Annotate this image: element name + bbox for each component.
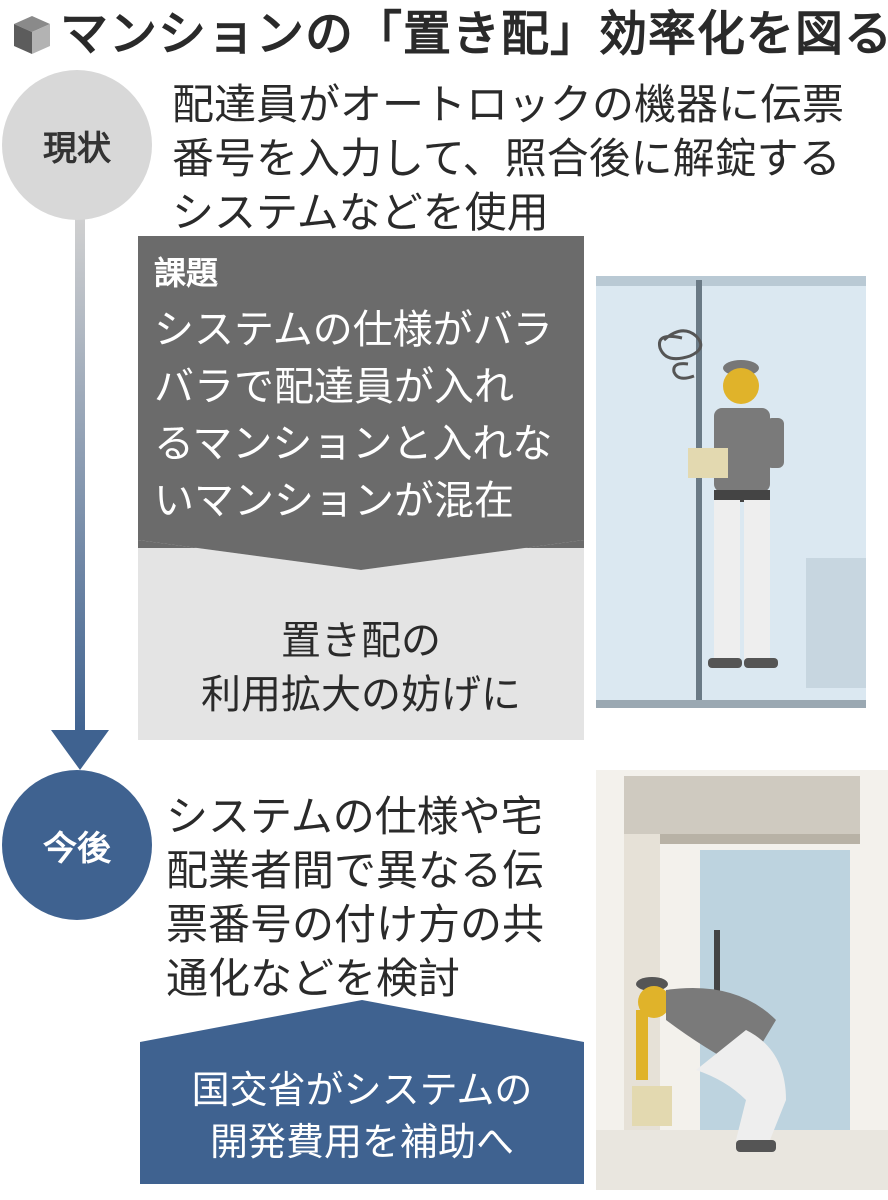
courier-placing-package-illustration <box>596 770 888 1190</box>
issue-result: 置き配の 利用拡大の妨げに <box>201 618 521 718</box>
issue-heading: 課題 <box>154 254 219 292</box>
current-status-badge: 現状 <box>2 70 152 220</box>
down-arrow-icon <box>51 218 109 770</box>
future-description: システムの仕様や宅 配業者間で異なる伝 票番号の付け方の共 通化などを検討 <box>166 792 545 1003</box>
current-description: 配達員がオートロックの機器に伝票 番号を入力して、照合後に解錠する システムなど… <box>172 80 845 237</box>
title-row: マンションの「置き配」効率化を図る <box>6 0 888 70</box>
government-support-text: 国交省がシステムの 開発費用を補助へ <box>191 1068 533 1164</box>
government-support-panel <box>140 1000 584 1184</box>
issue-panel <box>138 236 584 740</box>
future-status-badge: 今後 <box>2 770 152 920</box>
page-title: マンションの「置き配」効率化を図る <box>60 6 888 62</box>
issue-text: システムの仕様がバラ バラで配達員が入れ るマンションと入れな いマンションが混… <box>154 307 553 524</box>
box-icon <box>14 16 50 54</box>
confused-courier-illustration <box>596 268 888 714</box>
